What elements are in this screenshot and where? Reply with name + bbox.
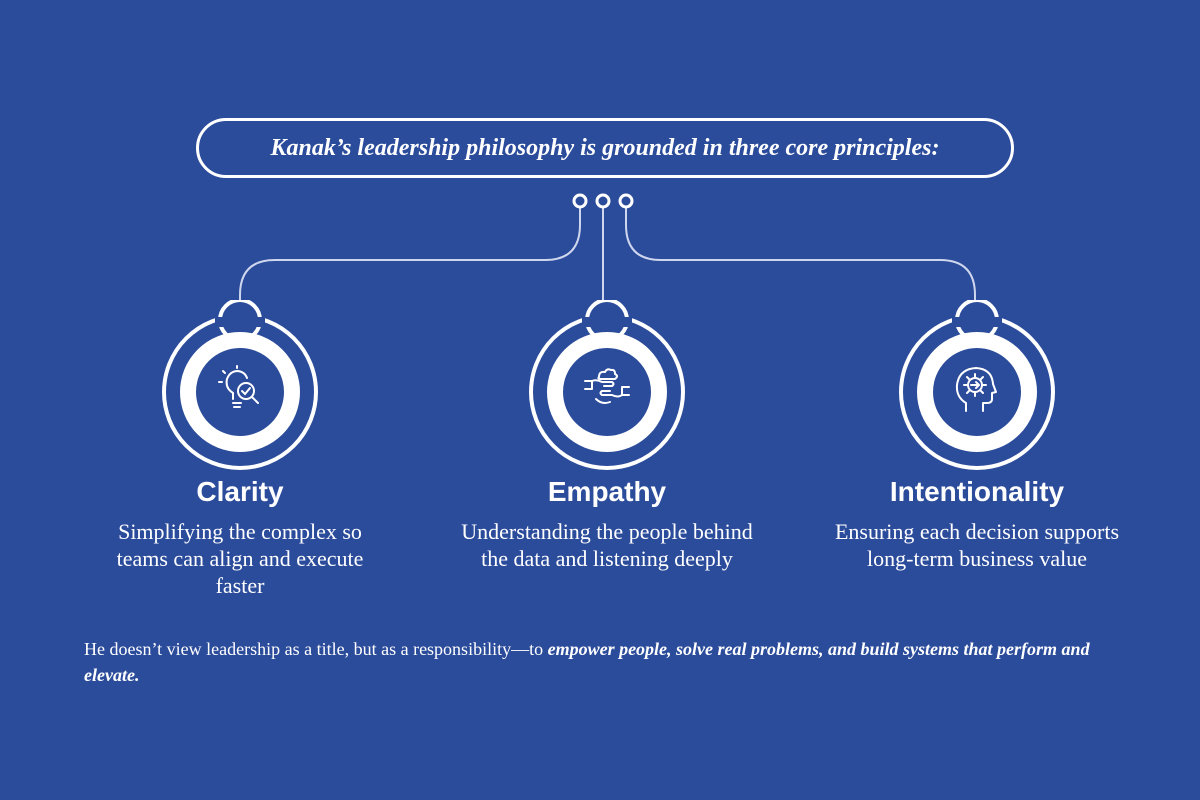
principle-empathy: Empathy Understanding the people behind … xyxy=(447,300,767,572)
principle-intentionality: Intentionality Ensuring each decision su… xyxy=(817,300,1137,572)
empathy-title: Empathy xyxy=(547,476,667,507)
empathy-description: Understanding the people behind the data… xyxy=(461,519,753,571)
footer-emphasis-text: empower people, solve real problems, and… xyxy=(84,639,1090,685)
connector-dot-middle xyxy=(595,193,611,209)
connector-dot-right xyxy=(618,193,634,209)
intentionality-description: Ensuring each decision supports long-ter… xyxy=(834,519,1120,571)
principle-clarity: Clarity Simplifying the complex so teams… xyxy=(80,300,400,599)
header-text: Kanak’s leadership philosophy is grounde… xyxy=(270,134,940,161)
header-pill: Kanak’s leadership philosophy is grounde… xyxy=(196,118,1014,178)
clarity-description: Simplifying the complex so teams can ali… xyxy=(116,519,364,598)
intentionality-title: Intentionality xyxy=(889,476,1065,507)
clarity-title: Clarity xyxy=(196,476,284,507)
footer-statement: He doesn’t view leadership as a title, b… xyxy=(84,636,1114,688)
connector-dot-left xyxy=(572,193,588,209)
clarity-badge xyxy=(160,300,320,470)
head-gear-icon xyxy=(952,365,1002,415)
connector-right xyxy=(625,200,976,300)
empathy-badge xyxy=(527,300,687,470)
lightbulb-magnifier-icon xyxy=(215,365,265,415)
footer-plain-text: He doesn’t view leadership as a title, b… xyxy=(84,639,548,659)
connector-left xyxy=(239,200,581,300)
intentionality-badge xyxy=(897,300,1057,470)
helping-hands-icon xyxy=(582,365,632,415)
